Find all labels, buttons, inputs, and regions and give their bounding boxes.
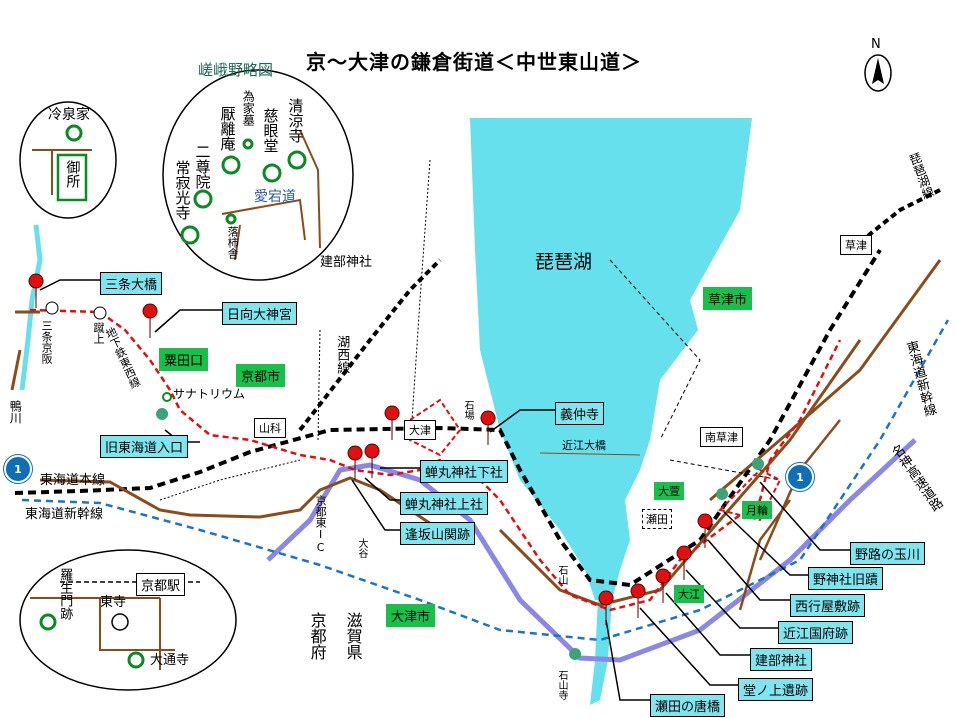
label-oe: 大江 <box>674 585 704 603</box>
site-label: 常寂光寺 <box>173 160 192 220</box>
label-donokami: 堂ノ上遺跡 <box>738 678 814 701</box>
gosho-label: 御所 <box>64 160 81 188</box>
label-omi-kokufu: 近江国府跡 <box>778 621 854 644</box>
label-kyoto-fu: 京都府 <box>307 612 327 660</box>
reizei-label: 冷泉家 <box>48 107 90 123</box>
inset-gosho-circle <box>19 101 117 219</box>
road-kusatsu <box>709 259 942 502</box>
inset-saga-circle <box>162 69 354 281</box>
label-ishiyamadera: 石山寺 <box>556 670 567 700</box>
kosei-line <box>298 258 442 432</box>
site-label: 清涼寺 <box>286 98 305 143</box>
label-noji-tamagawa: 野路の玉川 <box>850 542 926 565</box>
label-seta: 瀬田 <box>642 509 672 529</box>
label-omi-bridge: 近江大橋 <box>562 439 606 452</box>
station-label: 京都駅 <box>136 573 186 596</box>
route-1-shield-west: 1 <box>4 455 32 483</box>
label-semimaru-kami: 蝉丸神社上社 <box>400 492 489 515</box>
label-saigyo: 西行屋敷跡 <box>790 594 866 617</box>
label-otani: 大谷 <box>356 538 367 558</box>
inset-saga-title: 嵯峨野略図 <box>198 61 274 79</box>
site-label: 二尊院 <box>193 144 212 189</box>
lake-biwa <box>470 118 752 600</box>
meishin-expressway <box>266 438 917 663</box>
seta-river <box>590 598 612 705</box>
label-awataguchi: 粟田口 <box>159 348 209 371</box>
shinkansen-line <box>21 319 950 642</box>
tokaido-main-line <box>14 248 882 588</box>
label-ishiba: 石場 <box>462 400 473 420</box>
label-tatebe-shrine-north: 建部神社 <box>320 255 373 270</box>
site-label: 為家墓 <box>241 90 256 126</box>
label-sanjo-ohashi: 三条大橋 <box>100 272 163 295</box>
label-sanatorium: サナトリウム <box>173 387 246 401</box>
label-sanjo-keihan: 三条京阪 <box>40 320 54 364</box>
label-shiga-ken: 滋賀県 <box>343 612 363 660</box>
road-main <box>39 476 441 532</box>
label-kusatsu: 草津 <box>840 235 872 255</box>
label-oogaya: 大萱 <box>654 482 684 500</box>
label-kyoto-city: 京都市 <box>236 364 286 387</box>
daitsuji-label: 大通寺 <box>150 653 190 668</box>
site-label: 慈眼堂 <box>261 108 280 153</box>
label-otsu: 大津 <box>404 420 436 440</box>
route-1-shield-east: 1 <box>786 463 814 491</box>
biwako-line <box>858 188 941 244</box>
label-keage: 蹴上 <box>92 322 106 344</box>
label-kosei-line: 湖西線 <box>334 335 350 374</box>
label-kamogawa: 鴨川 <box>8 400 23 424</box>
label-seta-karahashi: 瀬田の唐橋 <box>650 694 726 717</box>
label-tatebe: 建部神社 <box>750 648 813 671</box>
toji-label: 東寺 <box>100 595 127 610</box>
road-sanjo <box>10 310 40 391</box>
north-label: N <box>871 37 881 52</box>
label-tsukinowa: 月輪 <box>742 501 772 519</box>
kamo-river <box>19 224 43 391</box>
label-kyu-tokaido: 旧東海道入口 <box>100 435 189 458</box>
lake-label: 琵琶湖 <box>535 251 593 273</box>
label-ishiyama: 石山 <box>556 565 567 585</box>
inset-station-circle <box>19 549 237 691</box>
label-osakayama: 逢坂山関跡 <box>400 522 476 545</box>
label-hyuga: 日向大神宮 <box>222 302 298 325</box>
label-kyoto-higashi-ic: 京都東IC <box>314 495 328 554</box>
label-minami-kusatsu: 南草津 <box>700 427 743 447</box>
site-label: 落柿舎 <box>226 226 240 259</box>
label-gichuji: 義仲寺 <box>555 402 605 425</box>
label-tokaido-main: 東海道本線 <box>40 473 106 488</box>
road-label: 愛宕道 <box>254 189 296 205</box>
label-kusatsu-city: 草津市 <box>703 287 753 310</box>
map-title: 京～大津の鎌倉街道＜中世東山道＞ <box>306 50 642 74</box>
label-nojinja: 野神社旧蹟 <box>808 567 884 590</box>
pin-markers <box>28 273 713 626</box>
label-otsu-city: 大津市 <box>386 604 436 627</box>
label-semimaru-shimo: 蝉丸神社下社 <box>420 460 509 483</box>
label-tokaido-shinkansen: 東海道新幹線 <box>25 507 104 522</box>
label-yamashina: 山科 <box>254 418 286 438</box>
road-east <box>498 339 862 607</box>
site-label: 厭離庵 <box>218 106 237 151</box>
rashomon-label: 羅生門跡 <box>57 568 73 620</box>
teal-markers <box>156 408 765 676</box>
